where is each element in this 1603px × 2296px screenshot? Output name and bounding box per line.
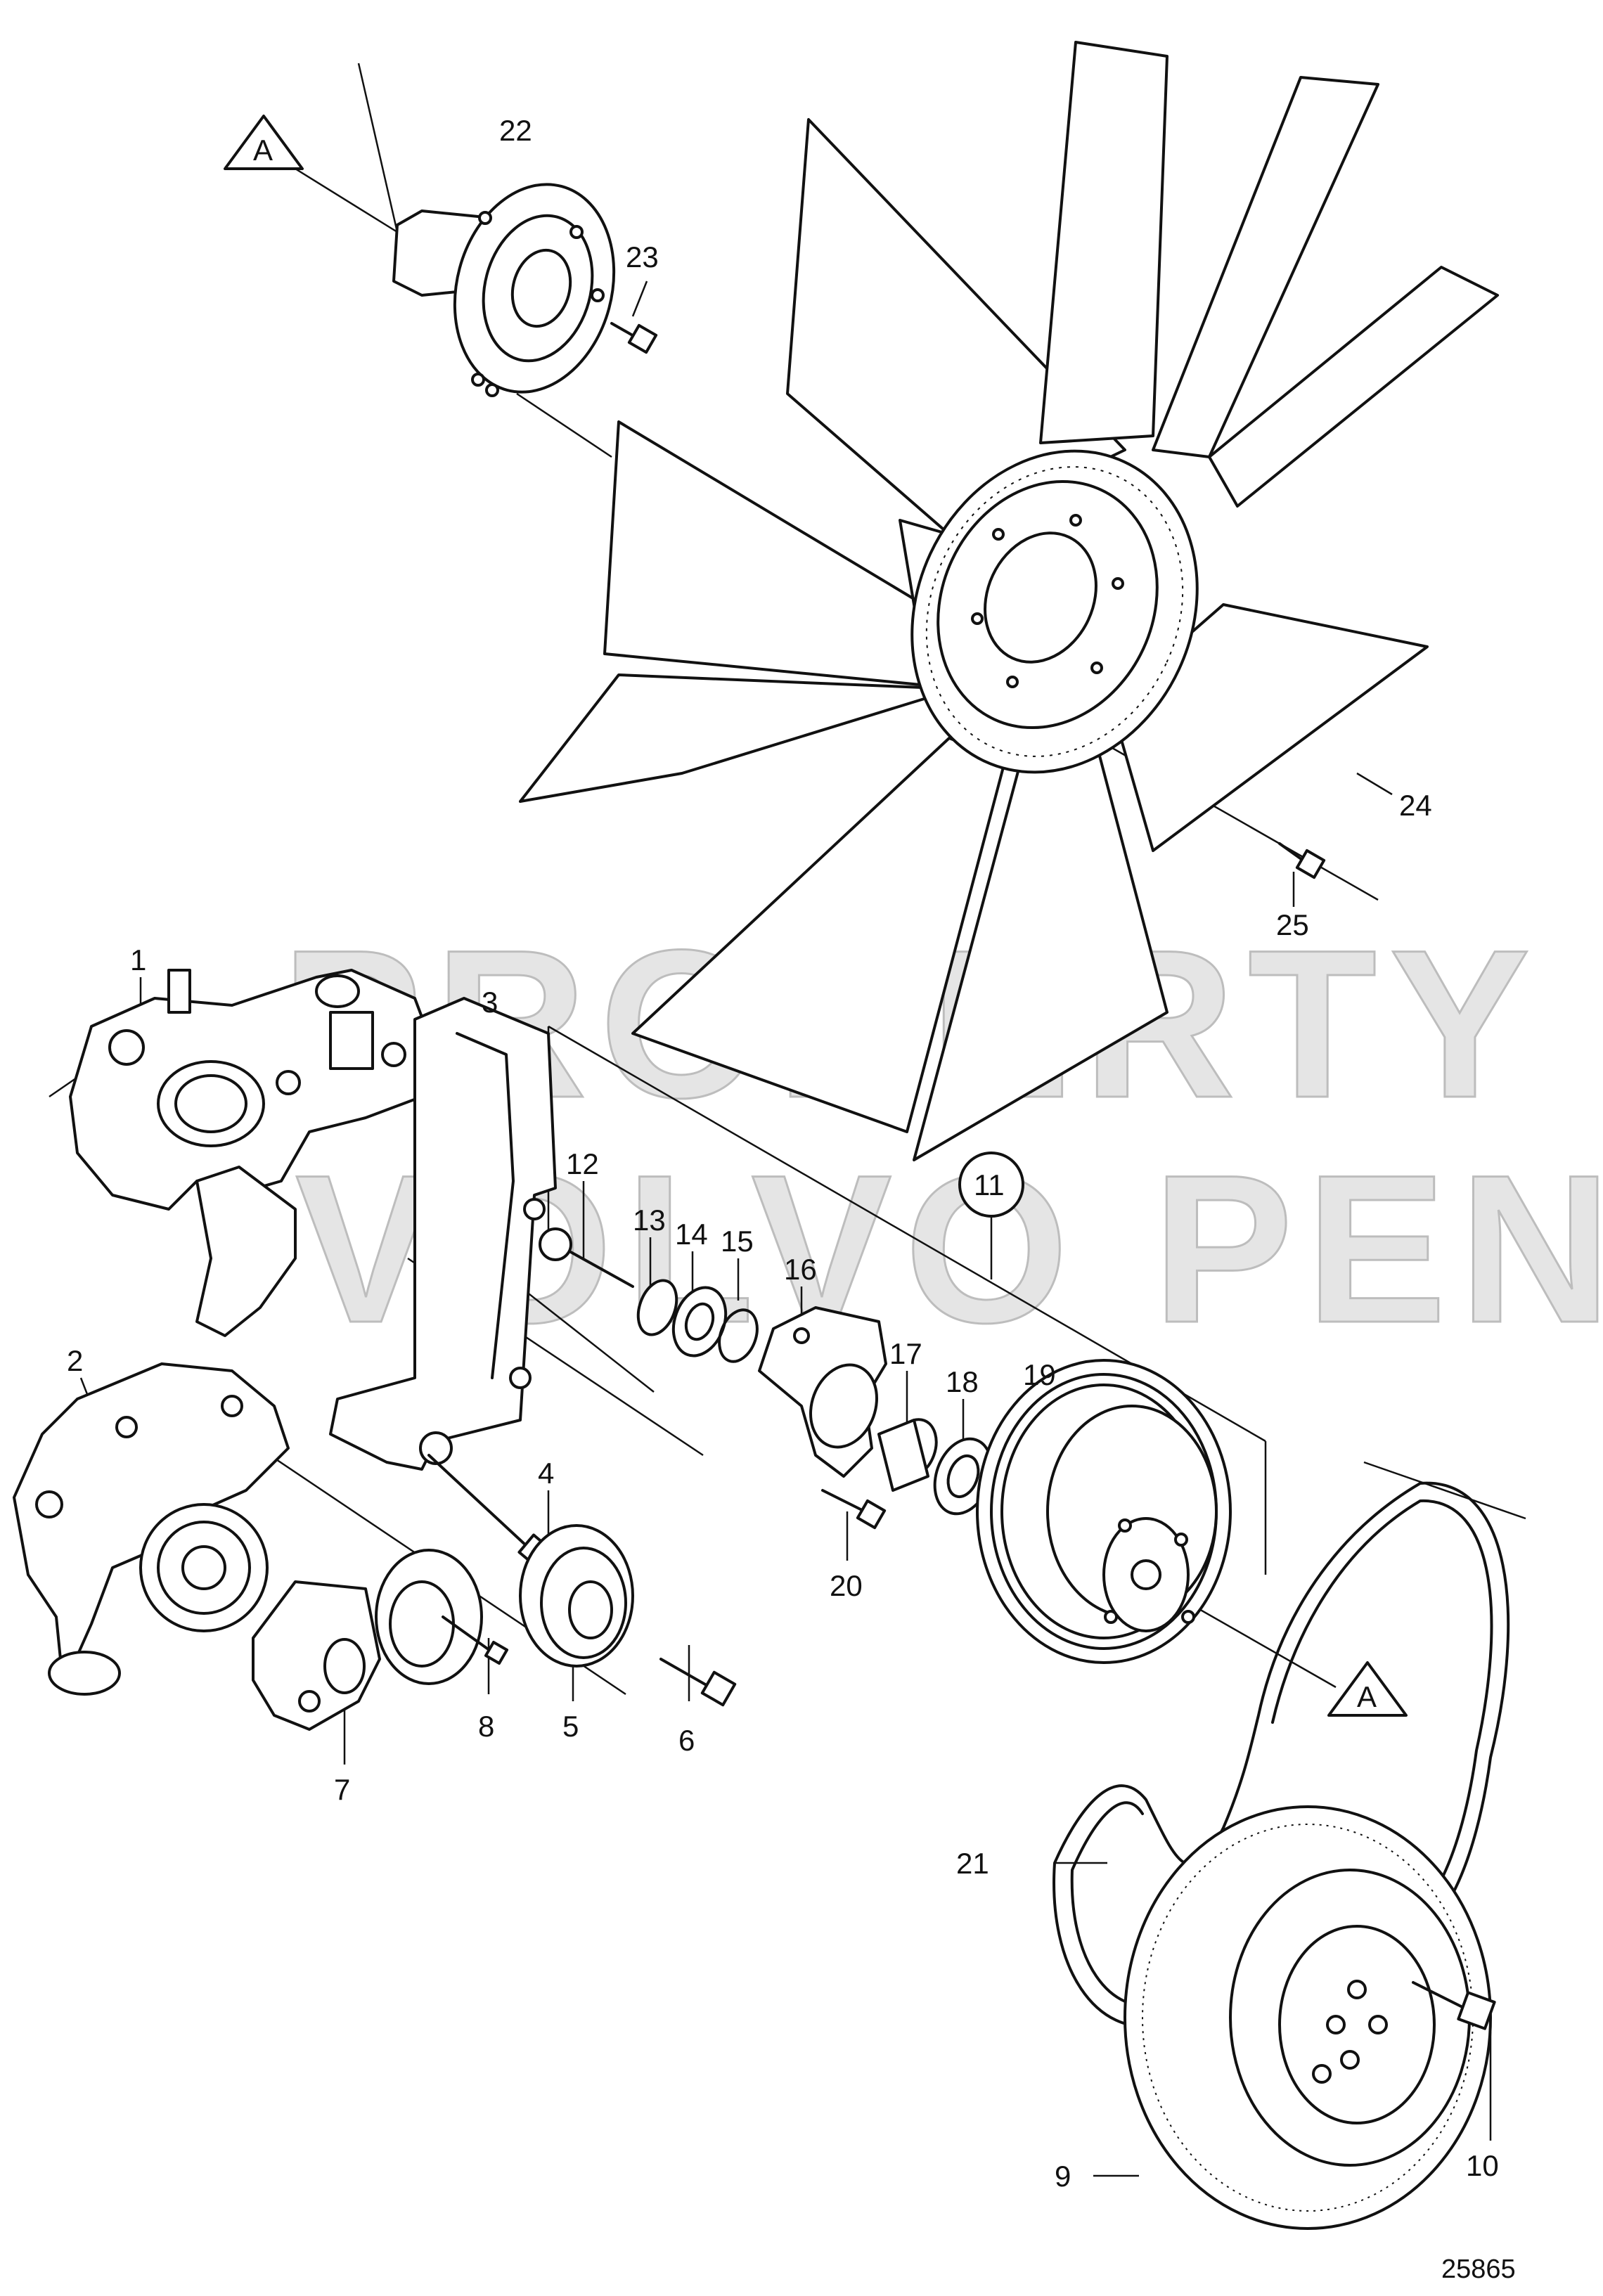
circlip-part-15 xyxy=(718,1308,759,1363)
label-part-19: 19 xyxy=(1023,1358,1056,1391)
label-part-1: 1 xyxy=(130,943,146,976)
label-part-24: 24 xyxy=(1399,789,1432,822)
label-part-5: 5 xyxy=(562,1710,579,1743)
label-part-4: 4 xyxy=(538,1457,554,1490)
bracket-part-3 xyxy=(329,997,557,1471)
label-part-17: 17 xyxy=(889,1337,922,1370)
label-part-14: 14 xyxy=(675,1218,708,1251)
reference-marker-bottom-text: A xyxy=(1357,1680,1377,1713)
label-part-3: 3 xyxy=(482,986,498,1019)
part-labels: 1 2 3 4 5 6 7 8 9 10 11 12 13 14 15 16 1… xyxy=(67,114,1516,2284)
bolt-part-20 xyxy=(821,1489,887,1530)
reference-marker-bottom: A xyxy=(1327,1661,1408,1717)
fan-pulley-part-19 xyxy=(976,1359,1232,1664)
label-part-22: 22 xyxy=(499,114,532,147)
idler-bracket-part-16 xyxy=(758,1306,887,1478)
thermostat-housing-part-1 xyxy=(69,969,437,1211)
label-part-23: 23 xyxy=(626,240,659,273)
fan-hub-adapter-part-22 xyxy=(392,183,616,397)
idler-pulley-part-5 xyxy=(519,1524,634,1668)
bolt-part-25 xyxy=(1278,842,1326,879)
spacer-part-17 xyxy=(877,1418,938,1492)
label-part-15: 15 xyxy=(721,1225,754,1258)
bolt-part-6 xyxy=(659,1658,737,1707)
bolt-part-12 xyxy=(539,1227,634,1288)
label-part-9: 9 xyxy=(1055,2160,1071,2193)
label-part-8: 8 xyxy=(478,1710,494,1743)
label-part-13: 13 xyxy=(633,1204,666,1237)
cooling-fan-part-24 xyxy=(519,41,1499,1161)
label-part-12: 12 xyxy=(566,1147,599,1180)
label-part-20: 20 xyxy=(830,1569,863,1602)
label-part-21: 21 xyxy=(956,1847,989,1880)
label-part-10: 10 xyxy=(1466,2149,1499,2182)
callout-circle-11 xyxy=(958,1152,1024,1218)
label-part-7: 7 xyxy=(334,1773,350,1806)
seal-ring-part-13 xyxy=(636,1279,678,1336)
label-part-11: 11 xyxy=(974,1168,1005,1201)
reference-marker-top-text: A xyxy=(253,134,273,167)
label-part-2: 2 xyxy=(67,1344,83,1377)
label-part-25: 25 xyxy=(1276,908,1309,941)
drawing-number: 25865 xyxy=(1441,2255,1516,2284)
bolt-part-8 xyxy=(442,1615,509,1665)
label-part-16: 16 xyxy=(784,1253,817,1286)
bolt-part-23 xyxy=(610,322,658,354)
bolt-part-10 xyxy=(1412,1981,1496,2030)
vibration-damper-part-9 xyxy=(1124,1805,1492,2230)
belt-tensioner-part-7 xyxy=(252,1580,381,1731)
label-part-6: 6 xyxy=(678,1724,695,1757)
idler-pulley-small xyxy=(375,1549,483,1685)
reference-marker-top: A xyxy=(224,115,304,170)
water-pump-part-2 xyxy=(13,1166,297,1696)
label-part-18: 18 xyxy=(946,1365,979,1398)
